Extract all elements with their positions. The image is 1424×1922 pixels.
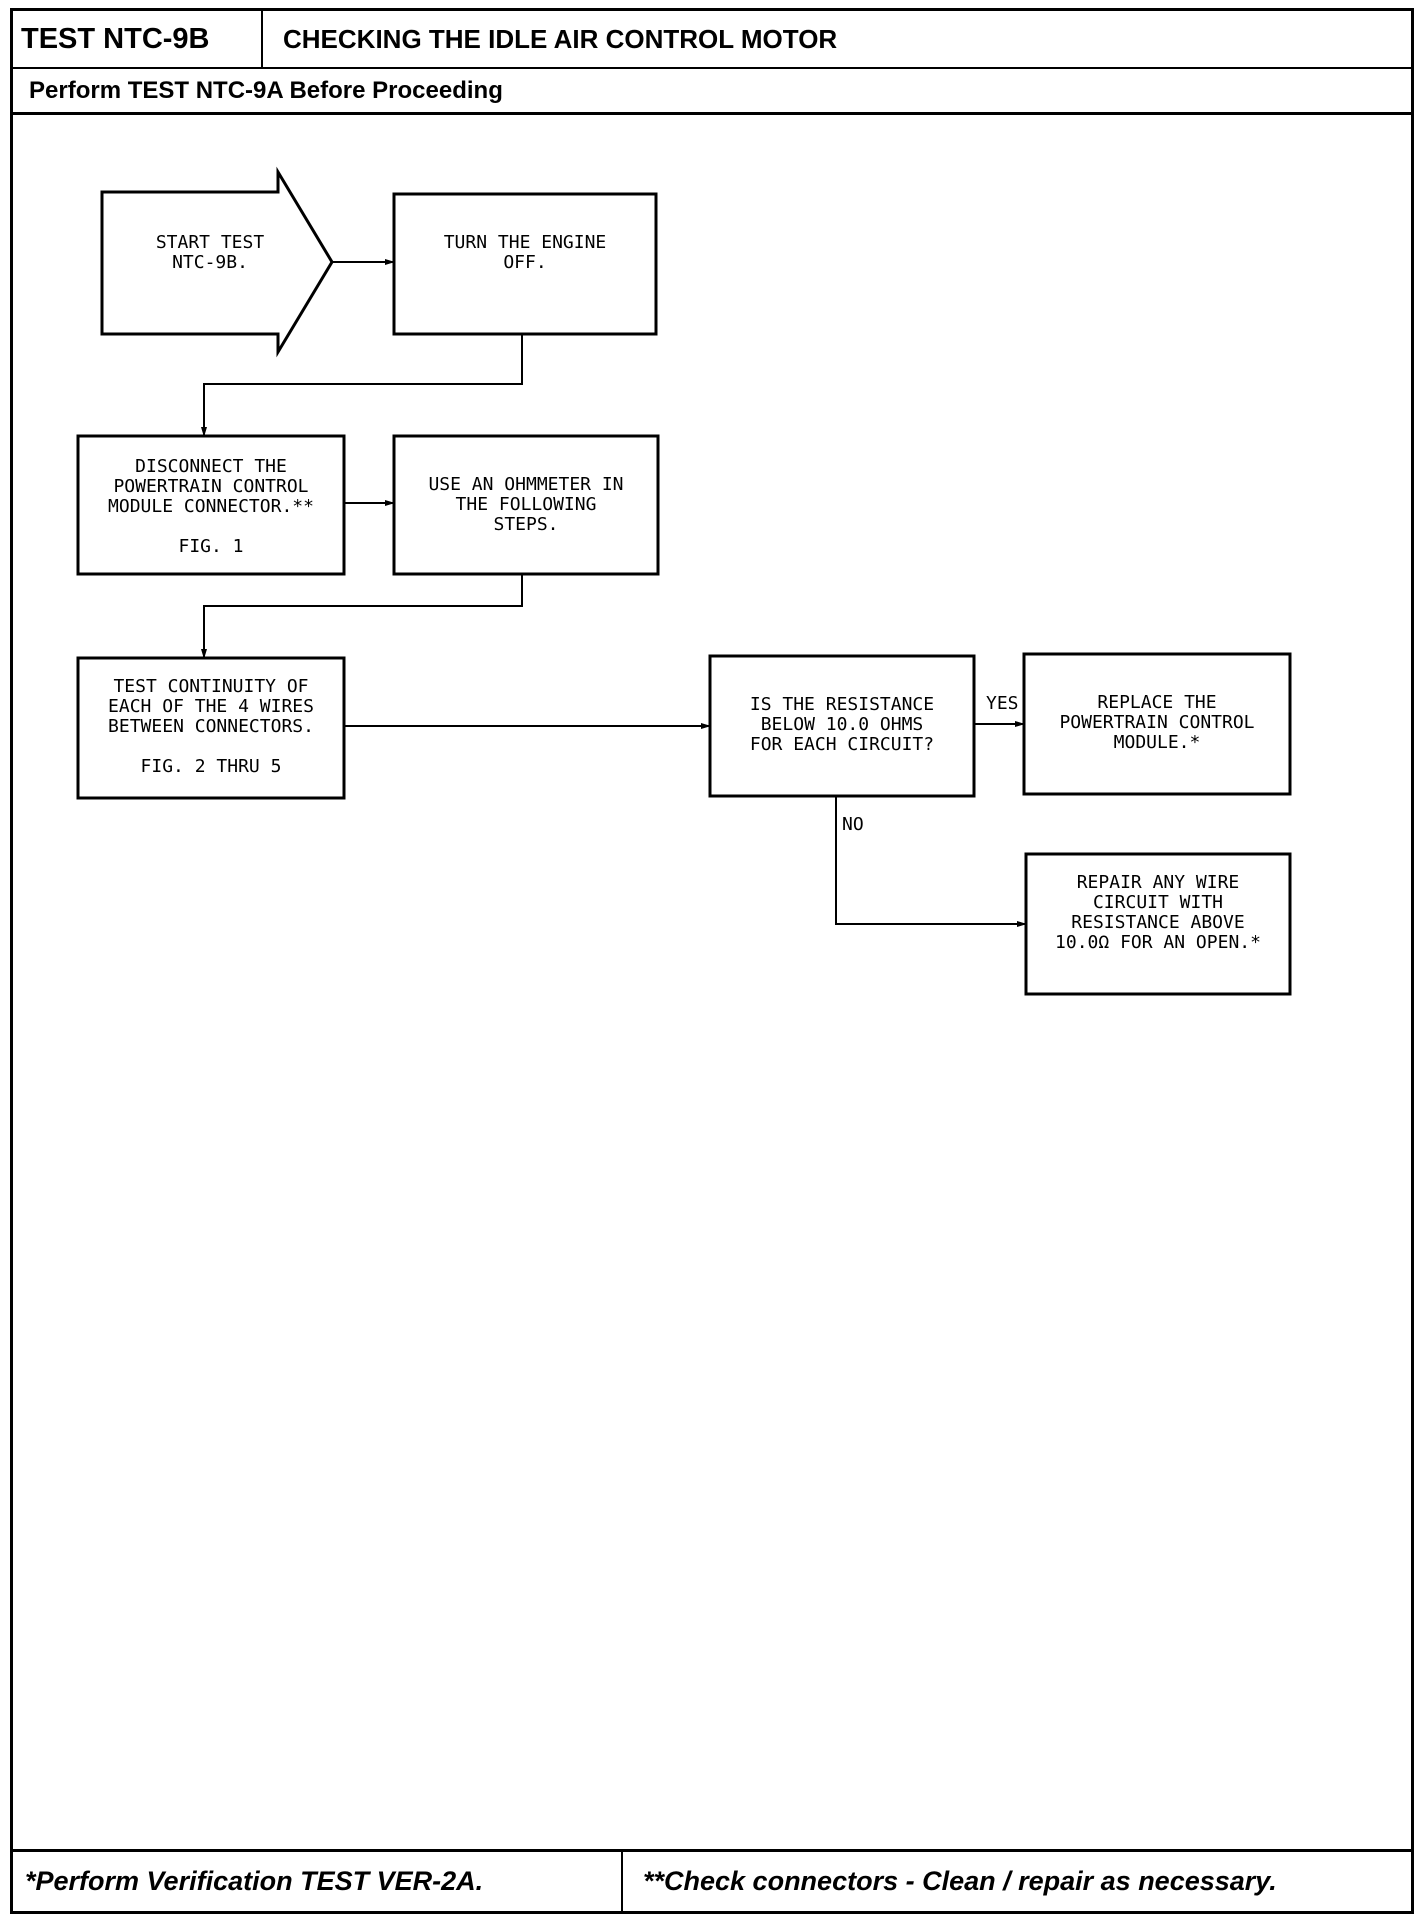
replace-line: POWERTRAIN CONTROL — [1059, 712, 1254, 733]
repair-line: 10.0Ω FOR AN OPEN.* — [1055, 932, 1261, 953]
turn-engine-off-box — [392, 192, 658, 336]
connector-ohmmeter-to-continuity — [201, 574, 523, 659]
repair-line: RESISTANCE ABOVE — [1071, 912, 1244, 933]
ohmmeter-line: THE FOLLOWING — [456, 494, 597, 515]
yes-label: YES — [986, 693, 1019, 714]
repair-line: CIRCUIT WITH — [1093, 892, 1223, 913]
continuity-line: BETWEEN CONNECTORS. — [108, 716, 314, 737]
footer-note-connectors: **Check connectors - Clean / repair as n… — [643, 1866, 1277, 1896]
connector-engine-to-disconnect — [201, 334, 523, 437]
engine-off-line: TURN THE ENGINE — [444, 232, 607, 253]
ohmmeter-line: USE AN OHMMETER IN — [428, 474, 623, 495]
test-id: TEST NTC-9B — [13, 11, 263, 67]
connector-question-no — [835, 796, 1027, 927]
question-line: IS THE RESISTANCE — [750, 694, 934, 715]
continuity-line: FIG. 2 THRU 5 — [141, 756, 282, 777]
continuity-line: EACH OF THE 4 WIRES — [108, 696, 314, 717]
continuity-line: TEST CONTINUITY OF — [113, 676, 308, 697]
start-line: NTC-9B. — [172, 252, 248, 273]
footer-note-verification: *Perform Verification TEST VER-2A. — [13, 1852, 623, 1911]
engine-off-line: OFF. — [503, 252, 546, 273]
question-line: BELOW 10.0 OHMS — [761, 714, 924, 735]
disconnect-line: POWERTRAIN CONTROL — [113, 476, 308, 497]
replace-module-box — [1022, 652, 1292, 796]
use-ohmmeter-box — [392, 434, 660, 576]
test-continuity-box — [76, 656, 346, 800]
repair-line: REPAIR ANY WIRE — [1077, 872, 1240, 893]
disconnect-line: FIG. 1 — [178, 536, 243, 557]
footer: *Perform Verification TEST VER-2A. **Che… — [13, 1849, 1411, 1911]
prerequisite-note: Perform TEST NTC-9A Before Proceeding — [13, 69, 1411, 115]
header-row: TEST NTC-9B CHECKING THE IDLE AIR CONTRO… — [13, 11, 1411, 69]
question-line: FOR EACH CIRCUIT? — [750, 734, 934, 755]
test-sheet: TEST NTC-9B CHECKING THE IDLE AIR CONTRO… — [10, 8, 1414, 1914]
disconnect-line: MODULE CONNECTOR.** — [108, 496, 314, 517]
resistance-question-box — [708, 654, 976, 798]
replace-line: MODULE.* — [1114, 732, 1201, 753]
no-label: NO — [842, 814, 864, 835]
disconnect-line — [206, 516, 217, 537]
repair-wire-box — [1024, 852, 1292, 996]
continuity-line — [206, 736, 217, 757]
ohmmeter-line: STEPS. — [493, 514, 558, 535]
test-title: CHECKING THE IDLE AIR CONTROL MOTOR — [283, 24, 838, 54]
replace-line: REPLACE THE — [1097, 692, 1216, 713]
start-line: START TEST — [156, 232, 265, 253]
start-arrow-shape — [100, 166, 334, 358]
disconnect-line: DISCONNECT THE — [135, 456, 287, 477]
disconnect-connector-box — [76, 434, 346, 576]
